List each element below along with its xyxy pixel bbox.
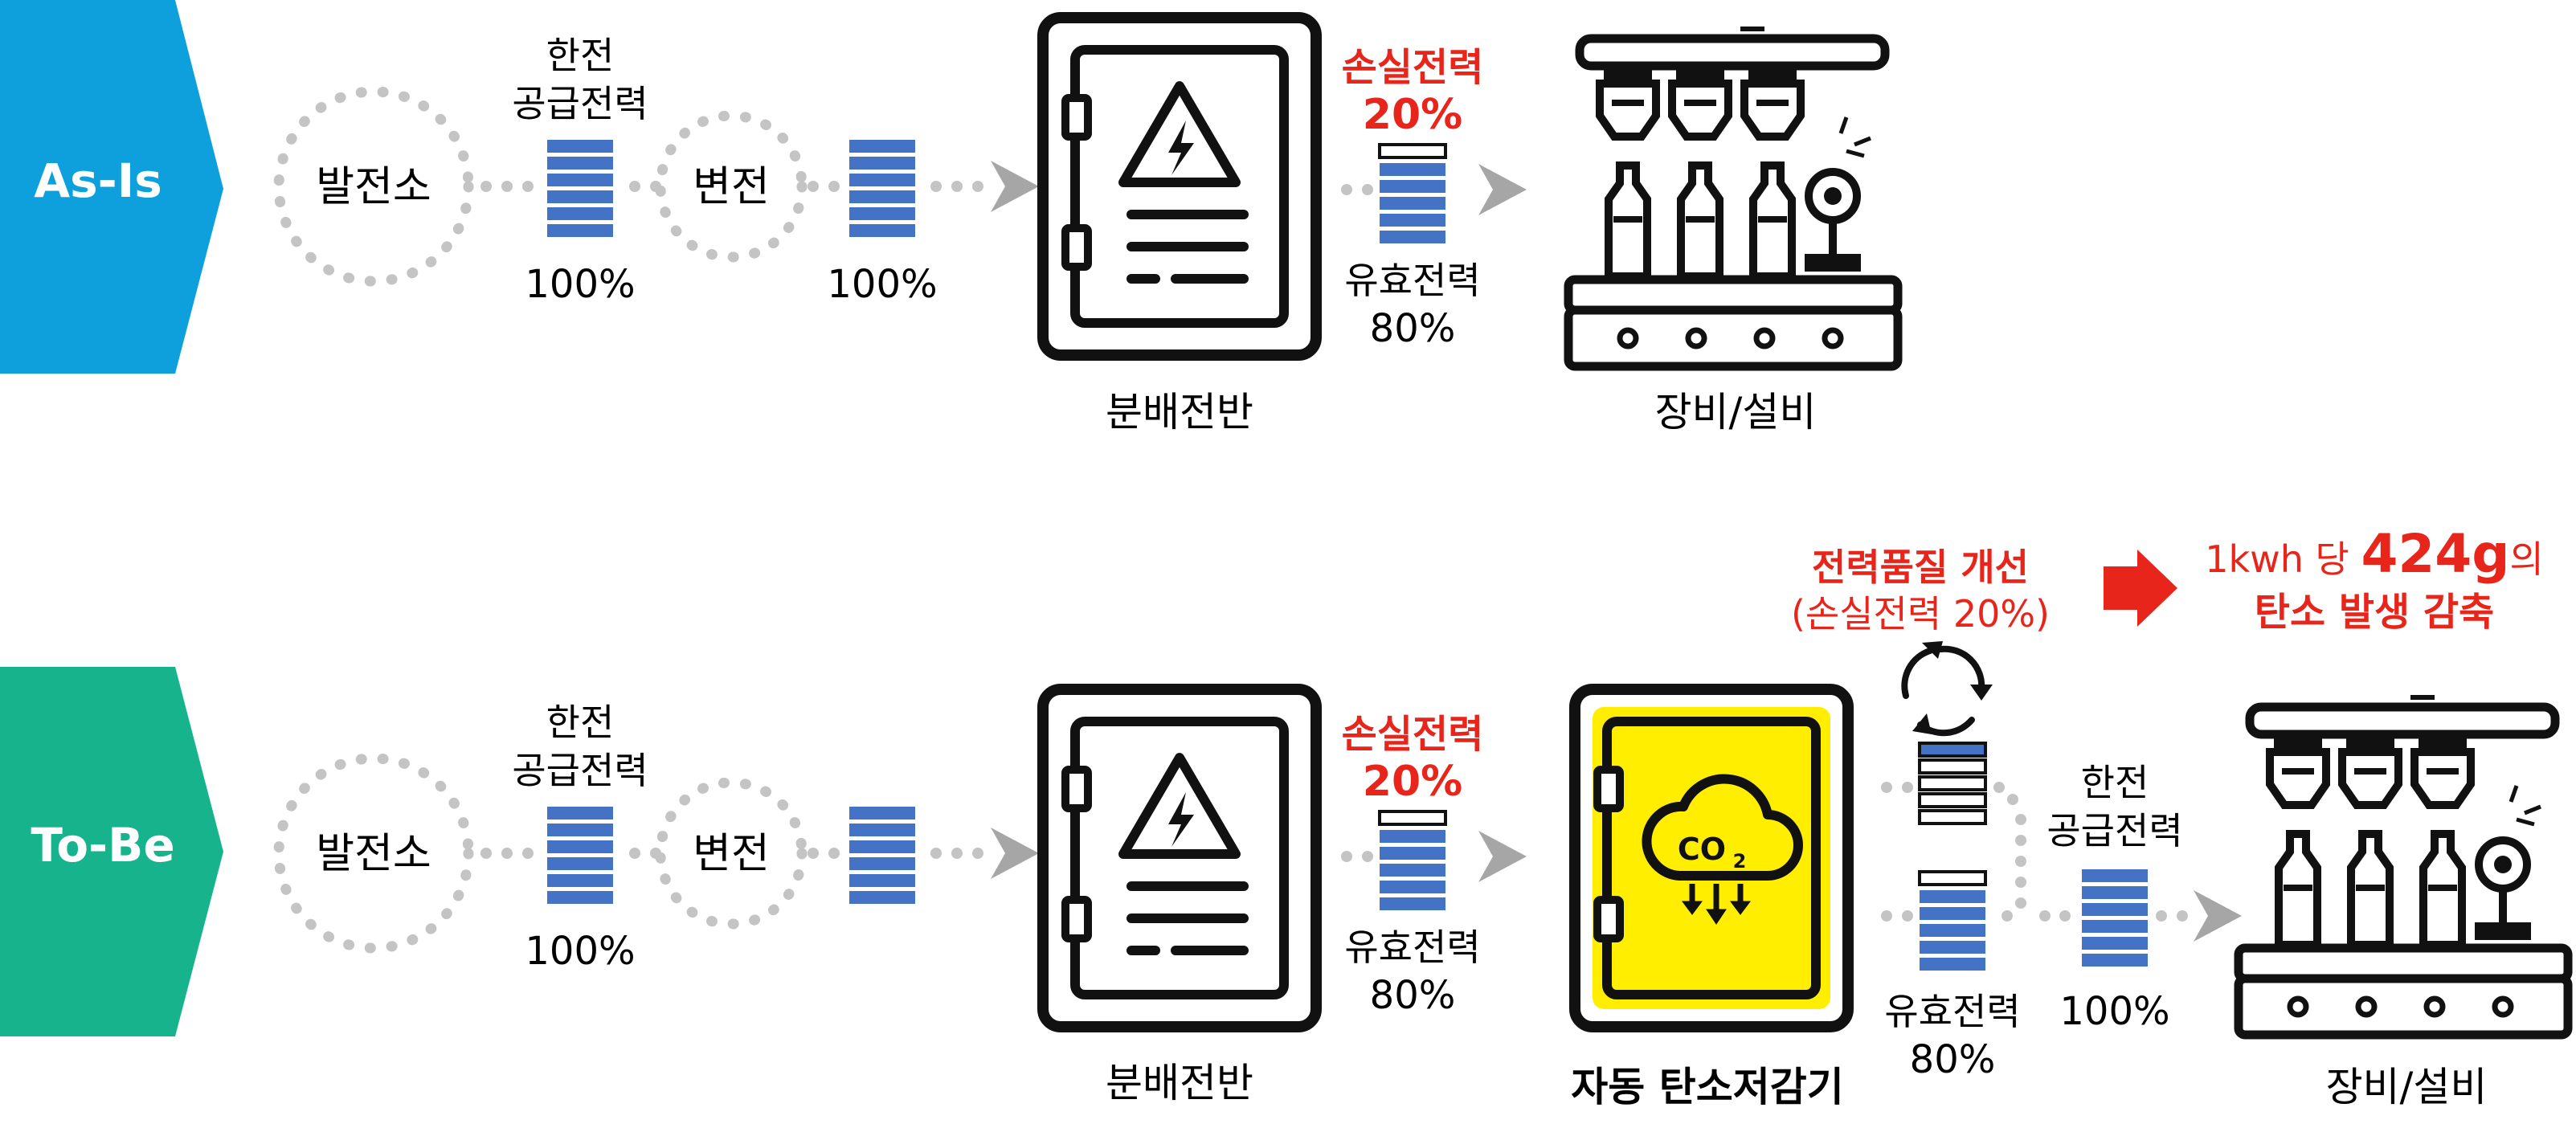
asis-effective-label: 유효전력 bbox=[1344, 259, 1480, 302]
asis-panel-label: 분배전반 bbox=[1106, 389, 1253, 435]
reducer-effective-pct: 80% bbox=[1910, 1037, 1996, 1082]
asis-loss-bar bbox=[1378, 143, 1447, 159]
asis-power-plant-node bbox=[273, 86, 474, 287]
tobe-panel-label: 분배전반 bbox=[1106, 1060, 1253, 1106]
asis-bar-stack-2 bbox=[849, 140, 915, 237]
asis-effective-pct: 80% bbox=[1370, 306, 1456, 351]
co2-subscript: 2 bbox=[1733, 850, 1747, 873]
tobe-power-plant-label: 발전소 bbox=[316, 830, 431, 878]
tobe-supply2-label-2: 공급전력 bbox=[2046, 809, 2182, 852]
tobe-connector-5 bbox=[1881, 782, 2026, 922]
carbon-reducer-label: 자동 탄소저감기 bbox=[1571, 1064, 1843, 1110]
asis-connector-3 bbox=[808, 181, 840, 192]
tobe-substation-label: 변전 bbox=[693, 830, 770, 878]
tobe-loss-bar bbox=[1378, 810, 1447, 826]
tobe-banner bbox=[0, 667, 223, 1036]
quality-subtitle: (손실전력 20%) bbox=[1791, 592, 2050, 636]
tobe-bar-stack-2 bbox=[849, 807, 915, 904]
tobe-connector-4 bbox=[1341, 851, 1373, 862]
asis-power-plant-label: 발전소 bbox=[316, 163, 431, 211]
tobe-effective-bar-stack bbox=[1380, 830, 1445, 910]
asis-connector-1 bbox=[480, 181, 534, 192]
recycle-icon bbox=[1901, 641, 1993, 737]
quality-title: 전력품질 개선 bbox=[1812, 546, 2029, 589]
reducer-loss-bar bbox=[1918, 870, 1987, 886]
asis-supply-label-2: 공급전력 bbox=[512, 82, 648, 125]
asis-after-substation-pct: 100% bbox=[827, 262, 937, 307]
tobe-substation-node bbox=[655, 777, 808, 930]
tobe-effective-pct: 80% bbox=[1370, 973, 1456, 1018]
result-arrow-icon bbox=[2104, 550, 2177, 627]
tobe-row: To-Be 발전소 한전 공급전력 100% 변전 분배전반 손실전력 20% bbox=[0, 523, 2568, 1110]
result-suffix: 의 bbox=[2509, 537, 2543, 581]
asis-row: As-Is 발전소 한전 공급전력 100% 변전 100% 분배전반 손실전력… bbox=[0, 0, 1898, 435]
result-line-1: 1kwh 당 424g의 bbox=[2205, 523, 2544, 585]
tobe-supply-pct: 100% bbox=[525, 929, 635, 974]
tobe-effective-label: 유효전력 bbox=[1344, 926, 1480, 969]
tobe-distribution-panel-icon bbox=[1043, 689, 1316, 1027]
asis-supply-label-1: 한전 bbox=[546, 34, 615, 77]
asis-loss-label: 손실전력 bbox=[1342, 45, 1484, 90]
tobe-banner-label: To-Be bbox=[31, 818, 174, 873]
tobe-arrow-to-panel bbox=[930, 828, 1039, 879]
asis-banner bbox=[0, 0, 223, 374]
result-prefix: 1kwh 당 bbox=[2205, 537, 2361, 581]
asis-substation-node bbox=[655, 110, 808, 263]
asis-arrow-to-equipment bbox=[1478, 164, 1527, 215]
tobe-supply2-pct: 100% bbox=[2059, 989, 2169, 1034]
asis-arrow-to-panel bbox=[930, 161, 1039, 212]
tobe-connector-3 bbox=[808, 848, 840, 859]
tobe-arrow-to-reducer bbox=[1478, 831, 1527, 882]
carbon-reducer-icon: CO 2 bbox=[1569, 684, 1854, 1032]
tobe-supply2-label-1: 한전 bbox=[2081, 761, 2149, 804]
tobe-equipment-label: 장비/설비 bbox=[2326, 1064, 2488, 1110]
asis-banner-label: As-Is bbox=[34, 153, 162, 208]
tobe-connector-6 bbox=[2039, 910, 2188, 922]
asis-loss-pct: 20% bbox=[1363, 91, 1462, 139]
tobe-arrow-to-equipment bbox=[2194, 890, 2242, 942]
tobe-supply-bar-stack bbox=[547, 807, 613, 904]
down-arrows-icon bbox=[1682, 884, 1751, 925]
result-amount: 424g bbox=[2361, 523, 2509, 585]
tobe-supply2-bar-stack bbox=[2082, 869, 2148, 967]
tobe-supply-label-2: 공급전력 bbox=[512, 749, 648, 792]
asis-distribution-panel-icon bbox=[1043, 18, 1316, 355]
result-line-2: 탄소 발생 감축 bbox=[2255, 590, 2494, 635]
reducer-effective-label: 유효전력 bbox=[1884, 990, 2020, 1033]
asis-equipment-label: 장비/설비 bbox=[1655, 389, 1817, 435]
reducer-effective-stack bbox=[1920, 890, 1985, 971]
tobe-power-plant-node bbox=[273, 753, 474, 954]
tobe-equipment-icon bbox=[2239, 697, 2568, 1035]
improved-stack bbox=[1918, 742, 1987, 825]
asis-supply-bar-stack bbox=[547, 140, 613, 237]
asis-connector-4 bbox=[1341, 184, 1373, 195]
tobe-supply-label-1: 한전 bbox=[546, 701, 615, 744]
co2-text: CO bbox=[1678, 832, 1726, 867]
cloud-icon bbox=[1642, 774, 1803, 881]
tobe-loss-pct: 20% bbox=[1363, 758, 1462, 806]
asis-supply-pct: 100% bbox=[525, 262, 635, 307]
asis-substation-label: 변전 bbox=[693, 163, 770, 211]
tobe-connector-1 bbox=[480, 848, 534, 859]
asis-effective-bar-stack bbox=[1380, 163, 1445, 243]
asis-equipment-icon bbox=[1568, 29, 1898, 366]
tobe-loss-label: 손실전력 bbox=[1342, 712, 1484, 757]
